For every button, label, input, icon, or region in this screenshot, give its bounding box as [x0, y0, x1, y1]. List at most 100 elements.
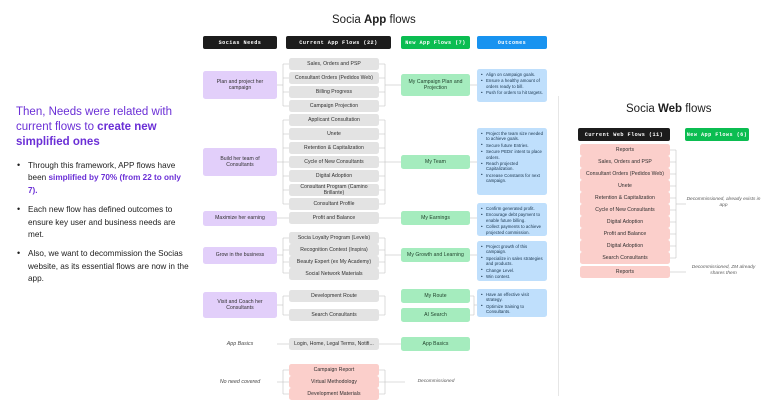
new-flow-node[interactable]: My Growth and Learning — [401, 248, 470, 262]
need-node[interactable]: Maximize her earning — [203, 211, 277, 226]
web-note-decommissioned-zm: Decommissioned, ZM already shares them — [691, 265, 756, 277]
outcome-item: Increase Constants for next campaign. — [481, 172, 544, 184]
outcome-node[interactable]: Project growth of this campaign. Special… — [477, 241, 547, 281]
outcome-item: Secure future Entries. — [481, 142, 544, 148]
bullet-text: Each new flow has defined outcomes to en… — [28, 205, 176, 240]
web-flow-node-extra[interactable]: Reports — [580, 266, 670, 278]
web-title-emphasis: Web — [657, 103, 683, 115]
app-title-emphasis: App — [363, 14, 387, 26]
outcome-node[interactable]: Project the team size needed to achieve … — [477, 128, 547, 195]
narrative-heading: Then, Needs were related with current fl… — [16, 105, 191, 150]
current-flow-node[interactable]: Applicant Consultation — [289, 114, 379, 126]
section-divider — [558, 96, 559, 396]
outcome-item: Collect payments to achieve projected co… — [481, 224, 544, 235]
outcome-item: Secure PEDs' intent to place orders. — [481, 149, 544, 160]
outcome-item: Align on campaign goals. — [481, 72, 544, 78]
web-flow-node[interactable]: Digital Adoption — [580, 216, 670, 228]
current-flow-node[interactable]: Unete — [289, 128, 379, 140]
header-chip-web-new-app-flows[interactable]: New App Flows (6) — [685, 128, 749, 141]
current-flow-node[interactable]: Consultant Orders (Pedidos Web) — [289, 72, 379, 84]
outcome-list: Align on campaign goals. Ensure a health… — [481, 72, 544, 97]
web-flow-node[interactable]: Profit and Balance — [580, 228, 670, 240]
new-flow-node[interactable]: AI Search — [401, 308, 470, 322]
need-node[interactable]: Grow in the business — [203, 247, 277, 264]
current-flow-node[interactable]: Digital Adoption — [289, 170, 379, 182]
current-flow-node[interactable]: Login, Home, Legal Terms, Notifi... — [289, 338, 379, 350]
outcome-item: Project the team size needed to achieve … — [481, 131, 544, 142]
narrative-bullet: Through this framework, APP flows have b… — [16, 159, 191, 197]
need-node[interactable]: Plan and project her campaign — [203, 71, 277, 99]
narrative-heading-plain: Then, Needs were related with current fl… — [16, 106, 172, 133]
current-flow-node[interactable]: Retention & Capitalization — [289, 142, 379, 154]
web-flow-node[interactable]: Digital Adoption — [580, 240, 670, 252]
outcome-list: Have an effective visit strategy. Optimi… — [481, 292, 544, 316]
new-flow-node[interactable]: My Route — [401, 289, 470, 303]
narrative-bullet: Also, we want to decommission the Socias… — [16, 247, 191, 285]
need-label-app-basics: App Basics — [226, 341, 254, 347]
outcome-item: Confirm generated profit. — [481, 206, 544, 212]
decommissioned-label: Decommissioned — [417, 379, 455, 384]
web-flow-node[interactable]: Retention & Capitalization — [580, 192, 670, 204]
header-chip-current-web-flows[interactable]: Current Web Flows (11) — [578, 128, 670, 141]
current-flow-node[interactable]: Cycle of New Consultants — [289, 156, 379, 168]
decommissioned-flow-node[interactable]: Campaign Report — [289, 364, 379, 376]
web-flow-node[interactable]: Cycle of New Consultants — [580, 204, 670, 216]
need-node[interactable]: Visit and Coach her Consultants — [203, 292, 277, 318]
outcome-node[interactable]: Align on campaign goals. Ensure a health… — [477, 69, 547, 102]
outcome-node[interactable]: Have an effective visit strategy. Optimi… — [477, 289, 547, 317]
new-flow-node[interactable]: My Campaign Plan and Projection — [401, 74, 470, 96]
narrative-bullets: Through this framework, APP flows have b… — [16, 159, 191, 286]
current-flow-node[interactable]: Development Route — [289, 290, 379, 302]
bullet-text: Through this framework, APP flows have b… — [28, 161, 176, 183]
outcome-item: Specialize in sales strategies and produ… — [481, 255, 544, 267]
current-flow-node[interactable]: Socia Loyalty Program (Levels) — [289, 232, 379, 244]
web-flow-node[interactable]: Unete — [580, 180, 670, 192]
outcome-item: Optimize training to Consultants. — [481, 303, 544, 315]
outcome-list: Project the team size needed to achieve … — [481, 131, 544, 185]
bullet-emphasis: simplified by 70% (from 22 to only 7). — [28, 173, 181, 195]
current-flow-node[interactable]: Recognition Contest (Inspira) — [289, 244, 379, 256]
narrative-heading-bold: create new simplified ones — [16, 121, 157, 148]
decommissioned-flow-node[interactable]: Virtual Methodology — [289, 376, 379, 388]
new-flow-node[interactable]: App Basics — [401, 337, 470, 351]
web-flow-node[interactable]: Search Consultants — [580, 252, 670, 264]
current-flow-node[interactable]: Social Network Materials — [289, 268, 379, 280]
header-chip-current-app-flows[interactable]: Current App Flows (22) — [286, 36, 391, 49]
current-flow-node[interactable]: Search Consultants — [289, 309, 379, 321]
bullet-text: Also, we want to decommission the Socias… — [28, 249, 189, 284]
header-chip-outcomes[interactable]: Outcomes — [477, 36, 547, 49]
current-flow-node[interactable]: Consultant Profile — [289, 198, 379, 210]
app-title-part2: flows — [386, 14, 416, 26]
current-flow-node[interactable]: Sales, Orders and PSP — [289, 58, 379, 70]
decommissioned-flow-node[interactable]: Development Materials — [289, 388, 379, 400]
outcome-list: Project growth of this campaign. Special… — [481, 244, 544, 281]
outcome-item: Encourage debt payment to enable future … — [481, 212, 544, 223]
outcome-item: Push for orders to hit targets. — [481, 90, 544, 96]
new-flow-node[interactable]: My Earnings — [401, 211, 470, 225]
outcome-list: Confirm generated profit. Encourage debt… — [481, 206, 544, 236]
web-flow-node[interactable]: Consultant Orders (Pedidos Web) — [580, 168, 670, 180]
new-flow-node[interactable]: My Team — [401, 155, 470, 169]
outcome-item: Win contest. — [481, 274, 544, 280]
current-flow-node[interactable]: Consultant Program (Camino Brillante) — [289, 184, 379, 196]
need-node[interactable]: Build her team of Consultants — [203, 148, 277, 176]
current-flow-node[interactable]: Billing Progress — [289, 86, 379, 98]
outcome-item: Project growth of this campaign. — [481, 244, 544, 255]
outcome-item: Change Level. — [481, 267, 544, 273]
header-chip-new-app-flows[interactable]: New App Flows (7) — [401, 36, 470, 49]
narrative-panel: Then, Needs were related with current fl… — [16, 105, 191, 293]
app-section-title: Socia App flows — [332, 14, 416, 26]
web-flow-node[interactable]: Sales, Orders and PSP — [580, 156, 670, 168]
current-flow-node[interactable]: Profit and Balance — [289, 212, 379, 224]
web-title-part2: flows — [682, 103, 712, 115]
web-note-decommissioned-exists: Decommissioned, already exists in app — [686, 197, 761, 209]
current-flow-node[interactable]: Campaign Projection — [289, 100, 379, 112]
web-flow-node[interactable]: Reports — [580, 144, 670, 156]
outcome-node[interactable]: Confirm generated profit. Encourage debt… — [477, 203, 547, 236]
outcome-item: Have an effective visit strategy. — [481, 292, 544, 303]
narrative-bullet: Each new flow has defined outcomes to en… — [16, 203, 191, 241]
header-chip-socias-needs[interactable]: Socias Needs — [203, 36, 277, 49]
app-title-part1: Socia — [332, 14, 364, 26]
current-flow-node[interactable]: Beauty Expert (ex My Academy) — [289, 256, 379, 268]
